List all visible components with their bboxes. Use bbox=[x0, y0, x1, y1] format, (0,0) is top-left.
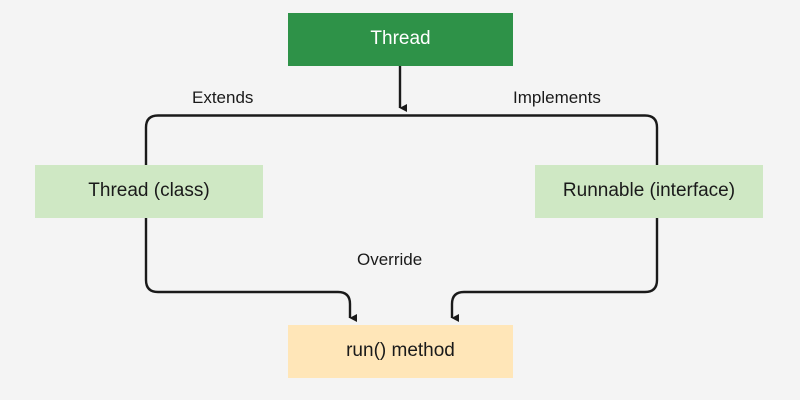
edge-label-extends: Extends bbox=[192, 88, 254, 107]
node-run-method-label: run() method bbox=[346, 340, 455, 362]
node-thread-label: Thread bbox=[370, 28, 431, 50]
node-runnable-interface[interactable]: Runnable (interface) bbox=[535, 165, 763, 218]
node-run-method[interactable]: run() method bbox=[288, 325, 513, 378]
connector-override-left bbox=[144, 218, 357, 323]
node-thread-class-label: Thread (class) bbox=[88, 180, 210, 202]
edge-label-override: Override bbox=[357, 250, 423, 269]
connector-implements bbox=[400, 114, 659, 165]
connector-override-right bbox=[450, 218, 659, 323]
node-runnable-interface-label: Runnable (interface) bbox=[562, 180, 736, 202]
connector-extends bbox=[144, 114, 400, 165]
edge-label-implements: Implements bbox=[513, 88, 601, 107]
node-thread-class[interactable]: Thread (class) bbox=[35, 165, 263, 218]
node-thread[interactable]: Thread bbox=[288, 13, 513, 66]
